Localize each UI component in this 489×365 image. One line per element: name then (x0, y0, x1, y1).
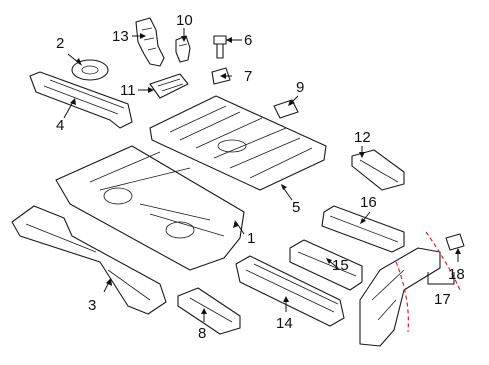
callout-5: 5 (292, 199, 301, 216)
callout-9: 9 (296, 79, 305, 96)
part-13 (135, 17, 165, 67)
part-14 (235, 255, 345, 327)
part-16 (321, 205, 405, 253)
part-5 (149, 95, 327, 191)
part-3 (11, 205, 167, 315)
part-9 (273, 99, 299, 119)
part-11 (149, 73, 189, 99)
part-6 (213, 35, 227, 59)
callout-13: 13 (112, 28, 129, 45)
callout-8: 8 (198, 325, 207, 342)
part-12 (351, 149, 405, 191)
part-15 (289, 239, 363, 291)
callout-16: 16 (360, 194, 377, 211)
part-2 (71, 59, 109, 81)
callout-14: 14 (276, 315, 293, 332)
part-1 (55, 145, 245, 271)
callout-17: 17 (434, 291, 451, 308)
part-18 (445, 233, 465, 251)
part-4 (29, 71, 133, 129)
leader-lines (63, 28, 461, 322)
part-17 (359, 247, 441, 347)
callout-1: 1 (247, 230, 256, 247)
callout-12: 12 (354, 129, 371, 146)
callout-18: 18 (448, 266, 465, 283)
callout-7: 7 (244, 68, 253, 85)
cut-line-left (395, 261, 409, 333)
cut-line-right (425, 231, 461, 291)
part-8 (177, 287, 241, 335)
callout-2: 2 (56, 35, 65, 52)
callout-4: 4 (56, 117, 65, 134)
callout-11: 11 (120, 82, 136, 99)
callout-6: 6 (244, 32, 253, 49)
callout-10: 10 (176, 12, 193, 29)
callout-15: 15 (332, 257, 349, 274)
callout-3: 3 (88, 297, 97, 314)
